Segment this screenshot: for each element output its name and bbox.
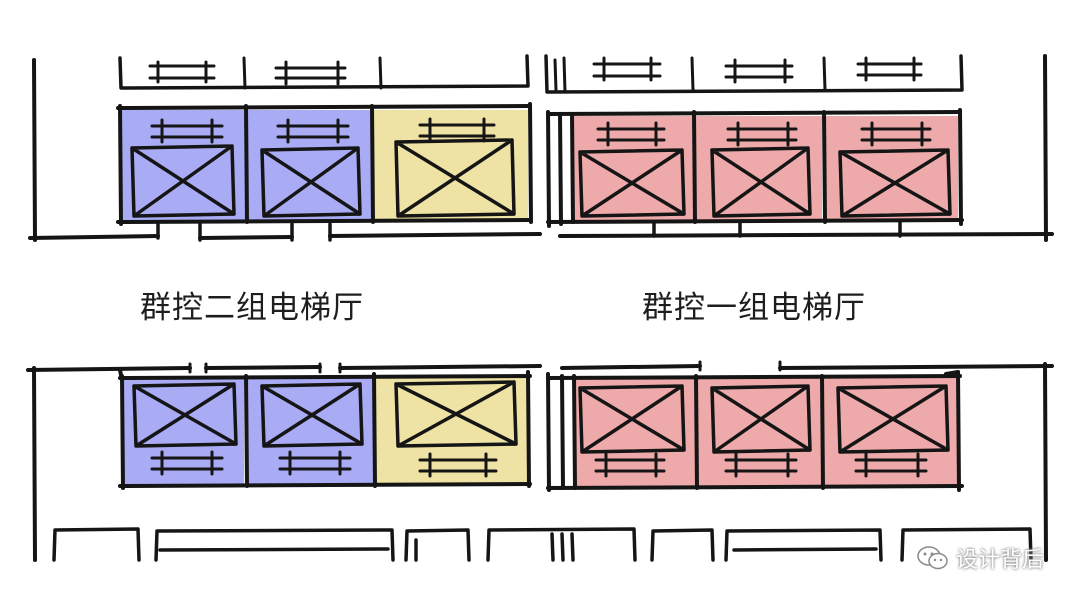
elevator-shaft-g2-2-lower [246, 378, 374, 484]
group-one-hall-label: 群控一组电梯厅 [642, 290, 866, 326]
watermark: 设计背后 [916, 542, 1044, 574]
elevator-shaft-g1-3 [826, 116, 958, 220]
elevator-shaft-g2-special [374, 110, 528, 220]
top-group-one [572, 116, 958, 220]
bottom-group-one [574, 378, 958, 486]
elevator-shaft-g2-1 [122, 110, 246, 220]
wechat-chat-icon [917, 546, 948, 570]
watermark-text: 设计背后 [955, 548, 1044, 573]
elevator-shaft-g2-2 [248, 110, 372, 220]
elevator-shaft-g1-2 [696, 116, 822, 220]
top-plan [28, 54, 1054, 242]
elevator-shaft-g1-3-lower [824, 378, 958, 486]
top-group-two [122, 110, 528, 220]
elevator-shaft-g2-1-lower [124, 378, 244, 484]
elevator-shaft-g1-2-lower [698, 378, 822, 486]
bottom-plan [26, 360, 1054, 562]
bottom-group-two [124, 376, 528, 484]
group-two-hall-label: 群控二组电梯厅 [140, 290, 364, 326]
elevator-shaft-g1-1 [572, 116, 694, 220]
elevator-shaft-g2-special-lower [376, 376, 528, 484]
